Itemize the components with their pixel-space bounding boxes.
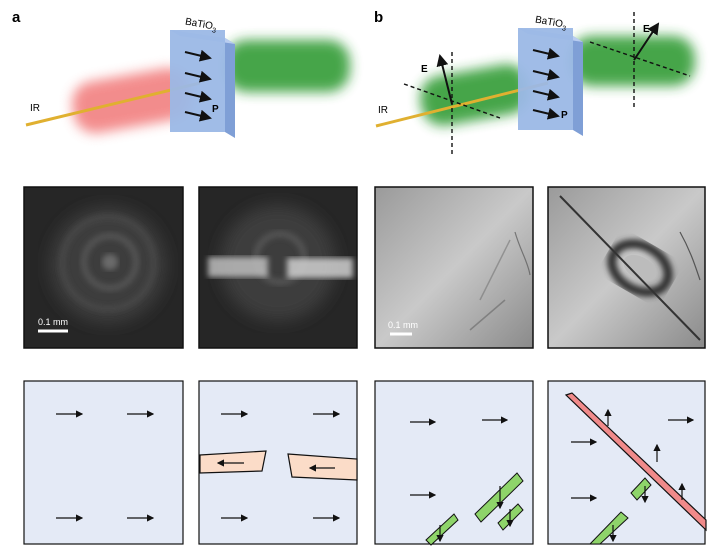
polarization-label-b: P	[561, 110, 568, 121]
domain-map-a2	[198, 380, 358, 545]
polarization-arrows	[184, 49, 212, 122]
domain-map-b2	[547, 380, 707, 545]
domain-map-b1	[374, 380, 534, 546]
green-domain-1	[474, 472, 524, 523]
crystal-label: BaTiO3	[184, 16, 218, 34]
image-b2	[547, 186, 706, 349]
output-axes	[589, 12, 691, 110]
polarization-label: P	[212, 104, 219, 115]
e-field-out-arrow	[633, 22, 660, 61]
green-domain-b1	[630, 477, 652, 501]
e-field-in-arrow	[436, 54, 453, 105]
scale-bar-b-label: 0.1 mm	[388, 320, 418, 330]
green-domain-3	[425, 513, 459, 546]
image-b1: 0.1 mm	[374, 186, 534, 349]
panel-b-schematic: b IR E BaTiO3 P E	[374, 9, 695, 155]
crystal-side	[225, 38, 235, 138]
ir-label-b: IR	[378, 105, 388, 116]
red-domain-wall	[564, 392, 707, 532]
image-a2	[198, 186, 358, 349]
panel-a-schematic: a IR BaTiO3 P	[12, 9, 350, 138]
scale-bar-a-label: 0.1 mm	[38, 317, 68, 327]
domain-wall-right	[287, 453, 358, 481]
e-field-out-label: E	[643, 24, 650, 35]
crystal-face	[170, 30, 225, 132]
domain-map-a1	[23, 380, 184, 545]
crystal-b-label: BaTiO3	[534, 14, 568, 32]
polarization-arrows-b	[532, 47, 560, 120]
green-domain-b2	[588, 511, 629, 545]
e-field-in-label: E	[421, 64, 428, 75]
crystal-b-side	[573, 36, 583, 136]
image-a1: 0.1 mm	[23, 186, 184, 349]
green-beam-in	[419, 64, 531, 126]
panel-a-label: a	[12, 9, 21, 26]
domain-wall-left	[199, 450, 267, 474]
green-beam	[225, 40, 350, 92]
ir-label: IR	[30, 103, 40, 114]
green-beam-out	[570, 36, 695, 86]
panel-b-label: b	[374, 9, 383, 26]
